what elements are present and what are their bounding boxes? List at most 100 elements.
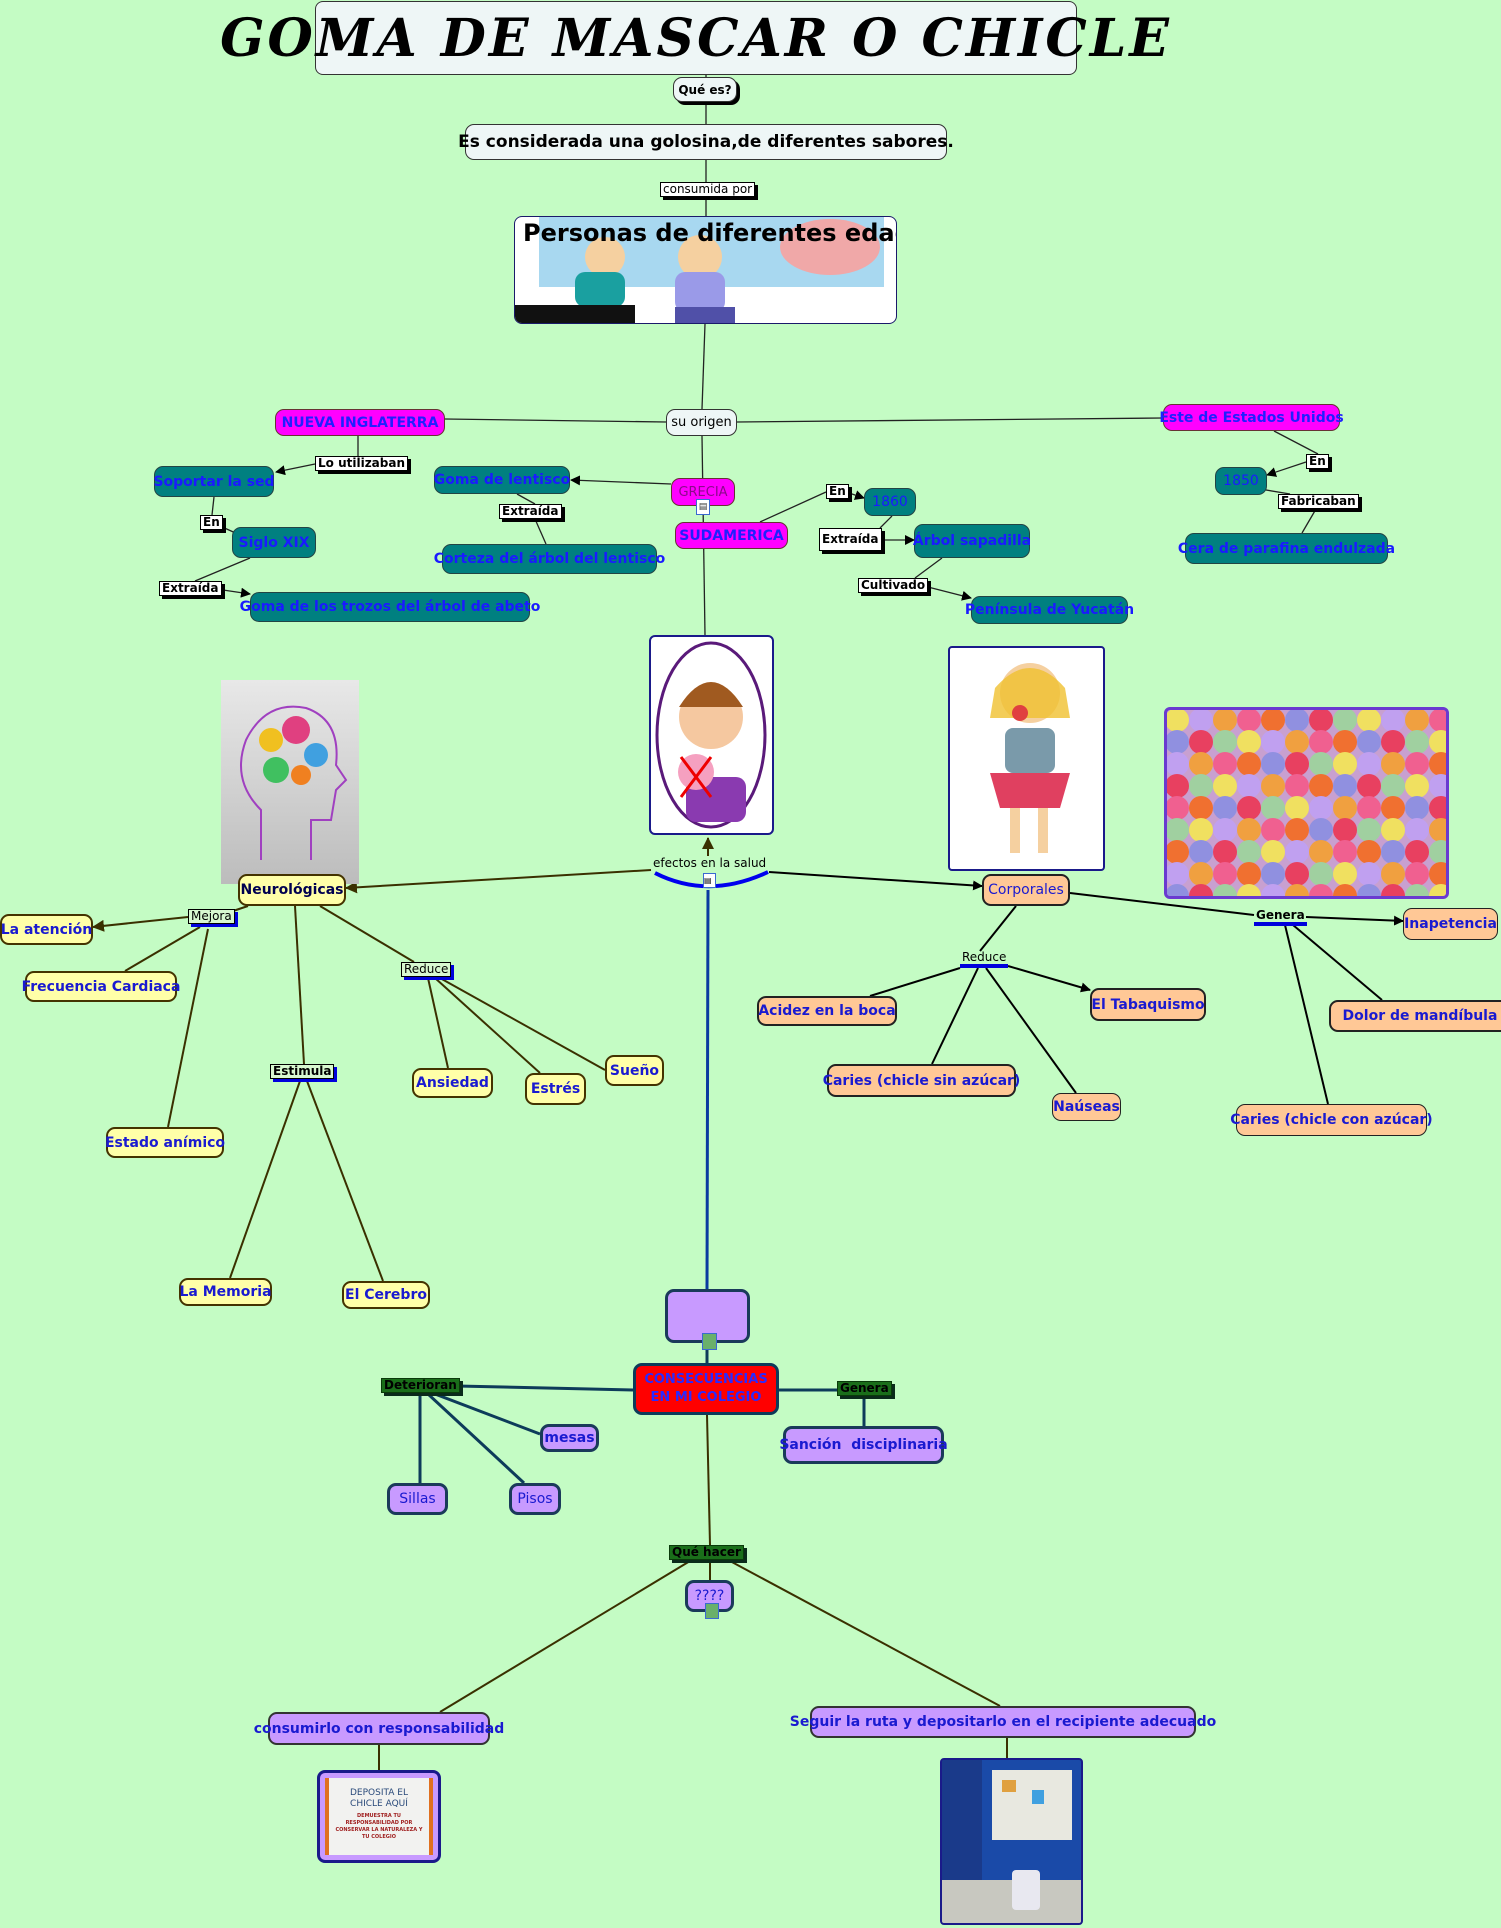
candy-ball — [1189, 730, 1213, 754]
video-icon[interactable] — [705, 1603, 719, 1619]
brain-gears-image[interactable] — [221, 680, 359, 884]
este-eeuu-node[interactable]: Este de Estados Unidos — [1159, 404, 1344, 431]
estado-animico-node[interactable]: Estado anímico — [105, 1127, 225, 1158]
corporales-node[interactable]: Corporales — [982, 874, 1070, 906]
candy-ball — [1309, 710, 1333, 732]
link-mejora[interactable]: Mejora — [188, 909, 235, 924]
sign-title: DEPOSITA EL CHICLE AQUÍ — [349, 1788, 408, 1809]
que-es-node[interactable]: Qué es? — [673, 77, 737, 102]
yucatan-node[interactable]: Península de Yucatán — [965, 596, 1134, 624]
candy-ball — [1429, 730, 1446, 754]
girl-image[interactable] — [948, 646, 1105, 871]
deposit-sign-image[interactable]: DEPOSITA EL CHICLE AQUÍ DEMUESTRA TU RES… — [317, 1770, 441, 1863]
candy-ball — [1213, 818, 1237, 842]
candy-ball — [1309, 862, 1333, 886]
link-efectos-salud[interactable]: efectos en la salud ▤ — [651, 857, 768, 888]
year-1860-node[interactable]: 1860 — [864, 488, 916, 516]
estres-node[interactable]: Estrés — [525, 1073, 586, 1105]
video-node[interactable] — [665, 1289, 750, 1350]
ansiedad-node[interactable]: Ansiedad — [412, 1068, 493, 1098]
consecuencias-node[interactable]: CONSECUENCIAS EN MI COLEGIO — [633, 1363, 779, 1415]
nauseas-node[interactable]: Naúseas — [1052, 1093, 1121, 1121]
link-estimula[interactable]: Estimula — [270, 1064, 335, 1079]
dolor-mandibula-node[interactable]: Dolor de mandíbula — [1329, 1000, 1501, 1032]
goma-lentisco-node[interactable]: Goma de lentisco — [434, 466, 570, 494]
pisos-node[interactable]: Pisos — [509, 1483, 561, 1515]
man-chewing-gum-image[interactable] — [649, 635, 774, 835]
candy-ball — [1285, 796, 1309, 820]
candy-ball — [1405, 710, 1429, 732]
link-consumida-por[interactable]: consumida por — [660, 182, 756, 197]
candy-ball — [1261, 752, 1285, 776]
link-extraida-sapadilla[interactable]: Extraída — [819, 528, 882, 551]
link-reduce-corporales[interactable]: Reduce — [960, 951, 1009, 968]
acidez-node[interactable]: Acidez en la boca — [757, 996, 897, 1026]
corteza-node[interactable]: Corteza del árbol del lentisco — [434, 544, 665, 574]
definicion-node[interactable]: Es considerada una golosina,de diferente… — [458, 124, 954, 160]
frecuencia-node[interactable]: Frecuencia Cardiaca — [22, 971, 180, 1002]
caries-sin-azucar-node[interactable]: Caries (chicle sin azúcar) — [823, 1064, 1020, 1097]
link-deterioran[interactable]: Deterioran — [381, 1378, 460, 1393]
goma-abeto-node[interactable]: Goma de los trozos del árbol de abeto — [240, 592, 540, 622]
su-origen-node[interactable]: su origen — [666, 409, 737, 436]
caries-con-azucar-node[interactable]: Caries (chicle con azúcar) — [1230, 1104, 1433, 1136]
link-cultivado[interactable]: Cultivado — [858, 578, 929, 593]
inapetencia-node[interactable]: Inapetencia — [1403, 908, 1498, 940]
siglo-xix-node[interactable]: Siglo XIX — [232, 527, 316, 558]
link-que-hacer[interactable]: Qué hacer — [669, 1545, 744, 1560]
candy-ball — [1381, 774, 1405, 798]
candy-ball — [1237, 774, 1261, 798]
candy-ball — [1357, 774, 1381, 798]
link-lo-utilizaban[interactable]: Lo utilizaban — [315, 456, 408, 471]
sueno-node[interactable]: Sueño — [605, 1055, 664, 1086]
candy-ball — [1213, 710, 1237, 732]
link-en-1850[interactable]: En — [1306, 454, 1329, 469]
candy-ball — [1309, 752, 1333, 776]
title-node[interactable]: GOMA DE MASCAR O CHICLE — [220, 1, 1169, 75]
candy-ball — [1333, 862, 1357, 886]
link-extraida-lentisco[interactable]: Extraída — [499, 504, 562, 519]
grecia-node[interactable]: GRECIA ▤ — [671, 478, 735, 515]
link-genera-colegio[interactable]: Genera — [837, 1381, 892, 1396]
incognita-node[interactable]: ???? — [685, 1580, 734, 1619]
tabaquismo-node[interactable]: El Tabaquismo — [1090, 988, 1206, 1021]
cera-parafina-node[interactable]: Cera de parafina endulzada — [1178, 533, 1395, 564]
candy-ball — [1429, 884, 1446, 896]
candy-ball — [1237, 710, 1261, 732]
neurologicas-node[interactable]: Neurológicas — [238, 874, 346, 906]
sillas-node[interactable]: Sillas — [387, 1483, 448, 1515]
sancion-node[interactable]: Sanción disciplinaria — [779, 1426, 948, 1464]
cerebro-node[interactable]: El Cerebro — [342, 1281, 430, 1309]
candy-ball — [1285, 774, 1309, 798]
personas-node[interactable]: Personas de diferentes edades — [514, 216, 897, 324]
nueva-inglaterra-node[interactable]: NUEVA INGLATERRA — [275, 409, 445, 436]
soportar-sed-node[interactable]: Soportar la sed — [153, 466, 275, 497]
year-1850-node[interactable]: 1850 — [1215, 467, 1267, 495]
link-fabricaban[interactable]: Fabricaban — [1278, 494, 1359, 509]
candy-ball — [1189, 862, 1213, 886]
sudamerica-node[interactable]: SUDAMERICA — [675, 522, 788, 549]
link-en-1860[interactable]: En — [826, 484, 849, 499]
link-reduce-neuro[interactable]: Reduce — [401, 962, 452, 977]
mesas-node[interactable]: mesas — [540, 1424, 599, 1452]
consumirlo-node[interactable]: consumirlo con responsabilidad — [254, 1712, 504, 1745]
candy-ball — [1333, 774, 1357, 798]
arbol-sapadilla-node[interactable]: Árbol sapadilla — [913, 524, 1031, 558]
candy-ball — [1167, 796, 1189, 820]
link-extraida-abeto[interactable]: Extraída — [159, 581, 222, 596]
candy-image[interactable] — [1164, 707, 1449, 899]
candy-ball — [1333, 752, 1357, 776]
seguir-ruta-node[interactable]: Seguir la ruta y depositarlo en el recip… — [790, 1706, 1216, 1738]
atencion-node[interactable]: La atención — [0, 914, 93, 945]
link-genera-corporales[interactable]: Genera — [1254, 909, 1307, 926]
resource-icon[interactable]: ▤ — [696, 499, 710, 515]
resource-icon[interactable]: ▤ — [703, 873, 716, 888]
video-icon[interactable] — [702, 1333, 717, 1350]
school-door-image[interactable] — [940, 1758, 1083, 1925]
candy-ball — [1429, 840, 1446, 864]
memoria-node[interactable]: La Memoria — [179, 1278, 272, 1306]
link-en-siglo[interactable]: En — [200, 515, 223, 530]
candy-ball — [1213, 730, 1237, 754]
map-title: GOMA DE MASCAR O CHICLE — [220, 7, 1172, 69]
candy-ball — [1357, 862, 1381, 886]
